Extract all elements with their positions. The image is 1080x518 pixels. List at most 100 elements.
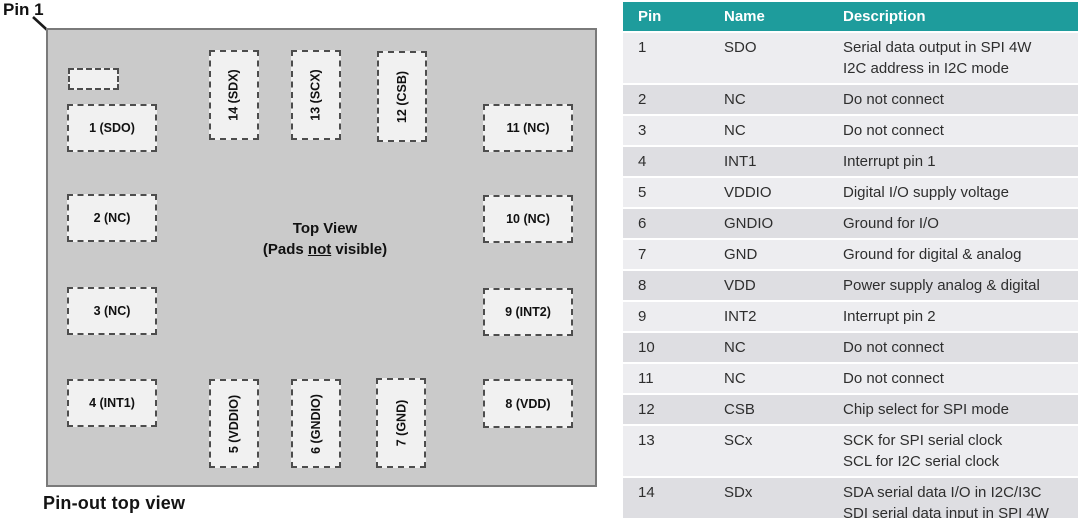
cell-pin-name: NC (709, 364, 828, 393)
top-view-title: Top View (292, 220, 358, 237)
description-line: Power supply analog & digital (843, 277, 1040, 294)
pin-label: 2 (NC) (93, 211, 131, 225)
description-line: Serial data output in SPI 4W (843, 39, 1032, 56)
cell-pin-number: 12 (623, 395, 709, 424)
description-line: SCK for SPI serial clock (843, 432, 1003, 449)
cell-pin-name: CSB (709, 395, 828, 424)
cell-pin-description: Digital I/O supply voltage (828, 178, 1078, 207)
cell-pin-number: 8 (623, 271, 709, 300)
header-pin: Pin (623, 2, 709, 31)
header-name: Name (709, 2, 828, 31)
cell-pin-description: Power supply analog & digital (828, 271, 1078, 300)
pinout-diagram: Pin 1 1 (SDO) 2 (NC) 3 (NC) 4 (INT1) 5 (… (3, 0, 597, 513)
cell-pin-number: 5 (623, 178, 709, 207)
cell-pin-number: 13 (623, 426, 709, 476)
description-line: Do not connect (843, 370, 944, 387)
pin-pad-8: 8 (VDD) (483, 379, 573, 428)
pin-label: 1 (SDO) (89, 121, 135, 135)
pin-label: 3 (NC) (93, 304, 131, 318)
description-line: I2C address in I2C mode (843, 60, 1009, 77)
cell-pin-description: Ground for I/O (828, 209, 1078, 238)
description-line: Chip select for SPI mode (843, 401, 1009, 418)
cell-pin-name: INT2 (709, 302, 828, 331)
pin-label: 8 (VDD) (505, 396, 551, 411)
cell-pin-number: 1 (623, 33, 709, 83)
pin-label: 6 (GNDIO) (309, 393, 324, 454)
cell-pin-description: SDA serial data I/O in I2C/I3C SDI serial… (828, 478, 1078, 518)
cell-pin-number: 4 (623, 147, 709, 176)
pin-label: 11 (NC) (506, 121, 550, 135)
cell-pin-number: 6 (623, 209, 709, 238)
cell-pin-number: 3 (623, 116, 709, 145)
cell-pin-name: VDD (709, 271, 828, 300)
cell-pin-name: NC (709, 85, 828, 114)
cell-pin-description: Do not connect (828, 364, 1078, 393)
pin-pad-1: 1 (SDO) (67, 104, 157, 152)
cell-pin-name: SDx (709, 478, 828, 518)
cell-pin-name: SCx (709, 426, 828, 476)
cell-pin-name: NC (709, 333, 828, 362)
pin-pad-6: 6 (GNDIO) (291, 379, 341, 468)
cell-pin-name: GNDIO (709, 209, 828, 238)
cell-pin-name: VDDIO (709, 178, 828, 207)
cell-pin-description: Do not connect (828, 333, 1078, 362)
cell-pin-description: Chip select for SPI mode (828, 395, 1078, 424)
cell-pin-number: 9 (623, 302, 709, 331)
cell-pin-name: NC (709, 116, 828, 145)
pin-label: 4 (INT1) (89, 396, 135, 410)
description-line: Interrupt pin 1 (843, 153, 936, 170)
cell-pin-description: Do not connect (828, 116, 1078, 145)
top-view-label: Top View (Pads not visible) (215, 218, 435, 260)
pin-label: 13 (SCX) (309, 69, 323, 121)
description-line: Ground for digital & analog (843, 246, 1022, 263)
pin-label: 10 (NC) (506, 212, 550, 226)
description-line: Ground for I/O (843, 215, 939, 232)
cell-pin-name: INT1 (709, 147, 828, 176)
pin1-indicator-pad (68, 68, 119, 90)
pin1-annotation: Pin 1 (3, 0, 44, 19)
cell-pin-number: 14 (623, 478, 709, 518)
header-description: Description (828, 2, 1078, 31)
cell-pin-name: SDO (709, 33, 828, 83)
description-line: SDA serial data I/O in I2C/I3C (843, 484, 1042, 501)
pin-label: 12 (CSB) (395, 70, 409, 123)
description-line: SCL for I2C serial clock (843, 453, 1000, 470)
cell-pin-number: 7 (623, 240, 709, 269)
pin-pad-4: 4 (INT1) (67, 379, 157, 427)
cell-pin-number: 11 (623, 364, 709, 393)
description-line: Do not connect (843, 122, 944, 139)
pin-label: 5 (VDDIO) (227, 394, 241, 453)
pin-pad-14: 14 (SDX) (209, 50, 259, 140)
description-line: Do not connect (843, 91, 944, 108)
pin-pad-9: 9 (INT2) (483, 288, 573, 336)
cell-pin-description: Interrupt pin 1 (828, 147, 1078, 176)
pin-pad-12: 12 (CSB) (377, 51, 427, 142)
cell-pin-description: Interrupt pin 2 (828, 302, 1078, 331)
cell-pin-description: Ground for digital & analog (828, 240, 1078, 269)
description-line: Do not connect (843, 339, 944, 356)
cell-pin-description: Serial data output in SPI 4W I2C address … (828, 33, 1078, 83)
top-view-subtitle: (Pads not visible) (262, 241, 388, 258)
description-line: SDI serial data input in SPI 4W (843, 505, 1049, 518)
pin-label: 14 (SDX) (227, 69, 241, 121)
pin-pad-11: 11 (NC) (483, 104, 573, 152)
pin-pad-13: 13 (SCX) (291, 50, 341, 140)
